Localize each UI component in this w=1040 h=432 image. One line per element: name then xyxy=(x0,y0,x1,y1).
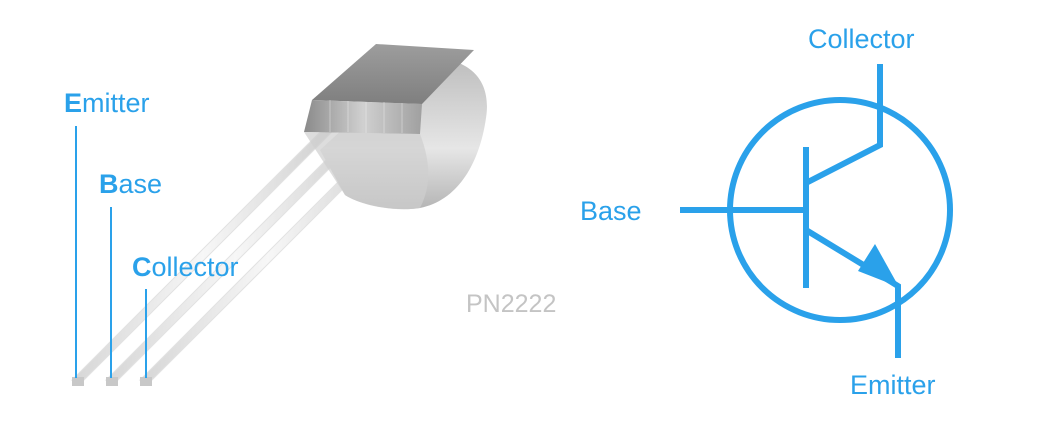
body-texture xyxy=(329,100,403,133)
transistor-legs xyxy=(70,129,398,386)
collector-pin-label-rest: ollector xyxy=(151,252,239,282)
emitter-pin-label-rest: mitter xyxy=(82,88,150,118)
base-pin-initial: B xyxy=(99,169,119,199)
transistor-body xyxy=(304,44,487,210)
collector-lead xyxy=(804,64,883,186)
emitter-arrow-icon xyxy=(858,244,899,287)
base-pin-label-rest: ase xyxy=(118,169,163,199)
transistor-package xyxy=(70,44,487,386)
part-number: PN2222 xyxy=(466,290,557,318)
emitter-pin-label: Emitter xyxy=(64,90,150,117)
emitter-pin-initial: E xyxy=(64,88,83,118)
symbol-collector-label: Collector xyxy=(808,24,915,54)
pin-leader-lines xyxy=(75,126,147,378)
base-pin-label: Base xyxy=(99,171,162,198)
emitter-lead xyxy=(804,227,901,358)
npn-transistor-symbol xyxy=(680,64,953,358)
symbol-base-label: Base xyxy=(580,196,642,226)
collector-pin-initial: C xyxy=(132,252,152,282)
body-lower xyxy=(304,132,429,210)
collector-leg-tip xyxy=(140,377,152,386)
emitter-leg-tip xyxy=(72,377,84,386)
body-flat-face xyxy=(304,100,422,134)
body-top xyxy=(312,44,474,104)
symbol-emitter-label: Emitter xyxy=(850,370,936,400)
base-leg-tip xyxy=(106,377,118,386)
collector-pin-label: Collector xyxy=(132,254,239,281)
